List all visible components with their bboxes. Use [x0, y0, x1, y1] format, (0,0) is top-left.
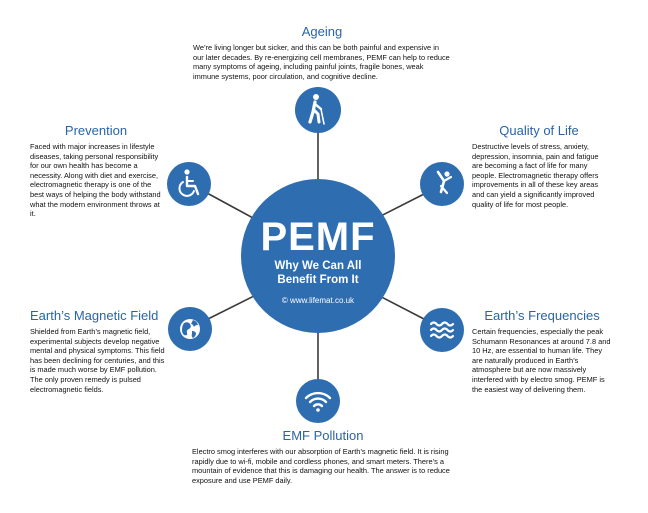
center-title: PEMF — [260, 215, 376, 259]
earths-frequencies-node — [420, 308, 464, 352]
section-emf-pollution: EMF Pollution Electro smog interferes wi… — [192, 428, 454, 485]
center-subtitle-line1: Why We Can All — [274, 260, 362, 272]
wifi-icon — [304, 391, 332, 412]
section-body-emf-pollution: Electro smog interferes with our absorpt… — [192, 447, 450, 485]
section-body-earths-magnetic-field: Shielded from Earth’s magnetic field, ex… — [30, 327, 165, 394]
emf-pollution-node — [296, 379, 340, 423]
prevention-node — [167, 162, 211, 206]
section-quality-of-life: Quality of Life Destructive levels of st… — [472, 123, 606, 209]
section-title-prevention: Prevention — [64, 123, 128, 138]
section-ageing: Ageing We’re living longer but sicker, a… — [193, 24, 451, 81]
section-title-earths-magnetic-field: Earth’s Magnetic Field — [30, 308, 159, 323]
center-hub — [241, 179, 395, 333]
waves-icon — [429, 321, 455, 339]
center-label: PEMF Why We Can All Benefit From It © ww… — [248, 215, 388, 306]
section-body-earths-frequencies: Certain frequencies, especially the peak… — [472, 327, 611, 394]
section-title-ageing: Ageing — [301, 24, 343, 39]
center-url: © www.lifemat.co.uk — [281, 296, 355, 305]
section-body-ageing: We’re living longer but sicker, and this… — [193, 43, 450, 81]
globe-icon — [180, 319, 200, 339]
jumping-person-icon — [436, 170, 453, 195]
earths-magnetic-field-node — [168, 307, 212, 351]
section-title-emf-pollution: EMF Pollution — [282, 428, 364, 443]
section-earths-frequencies: Earth’s Frequencies Certain frequencies,… — [472, 308, 612, 394]
quality-of-life-node — [420, 162, 464, 206]
section-earths-magnetic-field: Earth’s Magnetic Field Shielded from Ear… — [30, 308, 170, 394]
ageing-node — [295, 87, 341, 133]
center-subtitle-line2: Benefit From It — [277, 274, 359, 286]
section-body-quality-of-life: Destructive levels of stress, anxiety, d… — [472, 142, 599, 209]
wheelchair-icon — [178, 169, 200, 197]
elderly-person-icon — [308, 94, 325, 125]
section-prevention: Prevention Faced with major increases in… — [30, 123, 162, 219]
section-title-earths-frequencies: Earth’s Frequencies — [484, 308, 600, 323]
section-body-prevention: Faced with major increases in lifestyle … — [30, 142, 161, 219]
section-title-quality-of-life: Quality of Life — [499, 123, 579, 138]
